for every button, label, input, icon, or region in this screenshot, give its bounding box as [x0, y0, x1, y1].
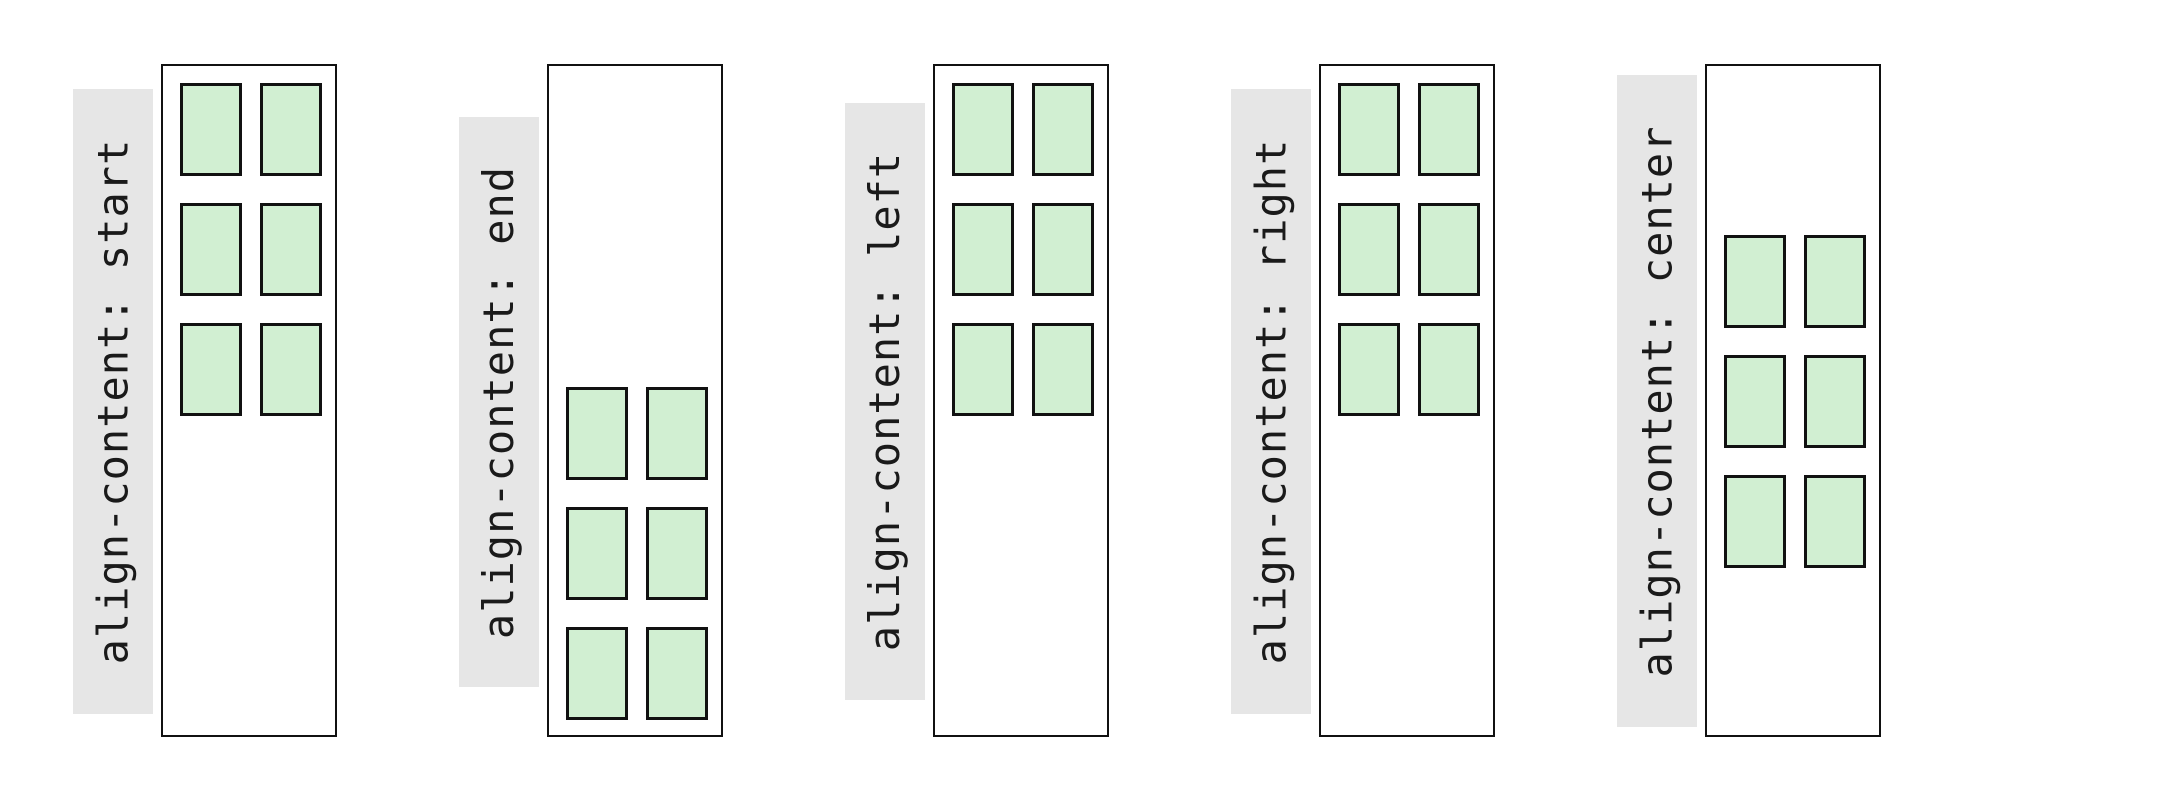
grid-item	[260, 203, 322, 296]
demo-label: align-content: center	[1632, 124, 1682, 678]
grid-item	[1804, 475, 1866, 568]
grid-item	[1804, 235, 1866, 328]
demo-label: align-content: left	[860, 151, 910, 652]
demo-label-box: align-content: end	[459, 117, 539, 687]
grid-item	[180, 203, 242, 296]
grid-item	[1032, 203, 1094, 296]
demo-label-box: align-content: right	[1231, 89, 1311, 714]
grid-item	[1724, 355, 1786, 448]
grid-item	[566, 627, 628, 720]
grid-item	[1338, 203, 1400, 296]
demo-label: align-content: right	[1246, 138, 1296, 665]
grid-container	[547, 64, 723, 737]
grid-item	[1032, 323, 1094, 416]
grid-item	[646, 387, 708, 480]
grid-container	[1705, 64, 1881, 737]
demo-label-box: align-content: left	[845, 103, 925, 700]
grid-item	[952, 203, 1014, 296]
grid-item	[1418, 83, 1480, 176]
grid-item	[1032, 83, 1094, 176]
grid-container	[161, 64, 337, 737]
grid-item	[566, 387, 628, 480]
grid-item	[180, 83, 242, 176]
grid-item	[646, 507, 708, 600]
grid-item	[1338, 323, 1400, 416]
demo-label-box: align-content: start	[73, 89, 153, 714]
demo-label: align-content: end	[474, 165, 524, 639]
grid-container	[1319, 64, 1495, 737]
grid-item	[952, 323, 1014, 416]
grid-container	[933, 64, 1109, 737]
demo-label-box: align-content: center	[1617, 75, 1697, 727]
grid-item	[1804, 355, 1866, 448]
grid-item	[260, 323, 322, 416]
grid-item	[646, 627, 708, 720]
grid-item	[952, 83, 1014, 176]
grid-item	[1418, 203, 1480, 296]
grid-item	[1724, 475, 1786, 568]
grid-item	[1418, 323, 1480, 416]
grid-item	[566, 507, 628, 600]
grid-item	[1724, 235, 1786, 328]
grid-item	[1338, 83, 1400, 176]
demo-label: align-content: start	[88, 138, 138, 665]
grid-item	[180, 323, 242, 416]
grid-item	[260, 83, 322, 176]
